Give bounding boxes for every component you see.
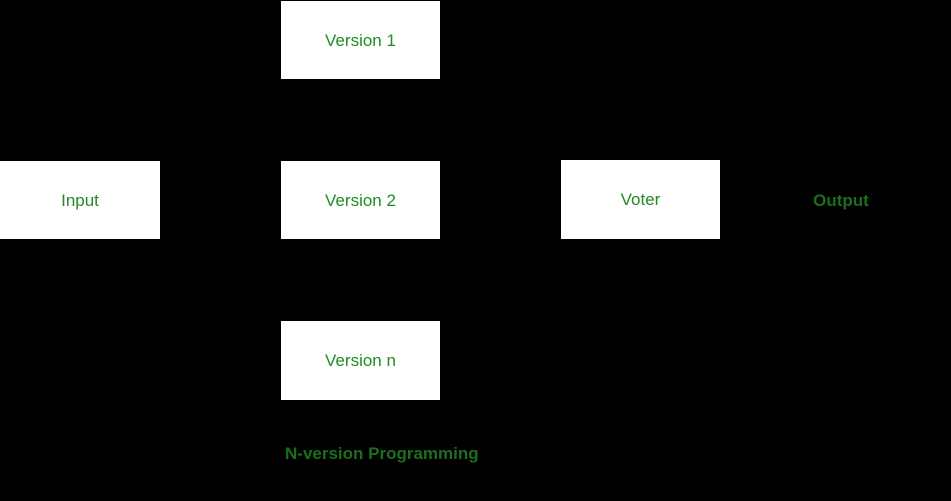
node-voter: Voter xyxy=(561,160,720,239)
output-label: Output xyxy=(813,191,869,210)
diagram-caption: N-version Programming xyxy=(285,444,479,463)
node-version-2: Version 2 xyxy=(281,161,440,239)
node-input: Input xyxy=(0,161,160,239)
node-voter-label: Voter xyxy=(620,190,661,209)
node-input-label: Input xyxy=(61,190,99,210)
node-version-n: Version n xyxy=(281,321,440,400)
node-version-2-label: Version 2 xyxy=(325,190,396,210)
node-version-1: Version 1 xyxy=(281,1,440,79)
node-version-n-label: Version n xyxy=(325,351,396,370)
node-version-1-label: Version 1 xyxy=(325,30,396,50)
